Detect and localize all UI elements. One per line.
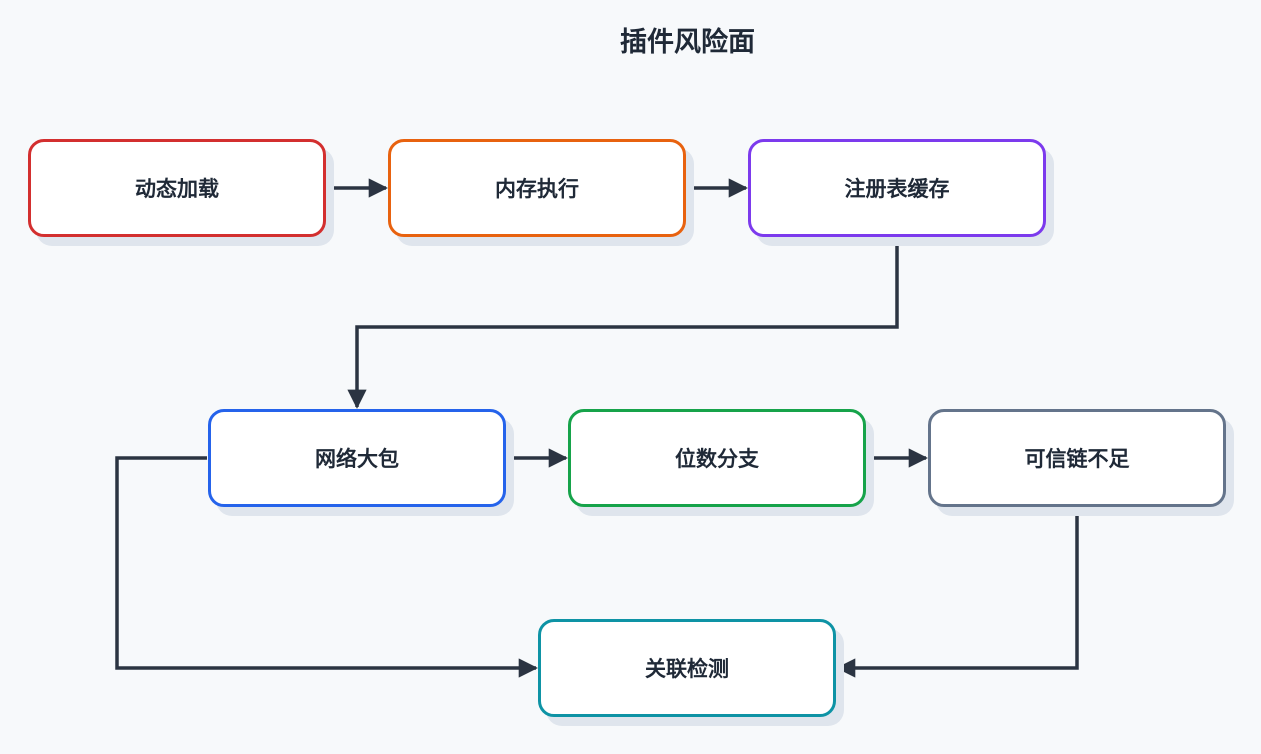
node-label: 可信链不足 xyxy=(1024,447,1130,471)
node-insufficient-trust-chain[interactable]: 可信链不足 xyxy=(928,409,1226,507)
node-bitness-branch[interactable]: 位数分支 xyxy=(568,409,866,507)
node-large-network-packet[interactable]: 网络大包 xyxy=(208,409,506,507)
node-label: 注册表缓存 xyxy=(844,177,950,201)
node-dynamic-loading[interactable]: 动态加载 xyxy=(28,139,326,237)
edge-n6-to-n7 xyxy=(836,508,1079,678)
node-registry-cache[interactable]: 注册表缓存 xyxy=(748,139,1046,237)
node-label: 位数分支 xyxy=(675,447,759,471)
node-label: 关联检测 xyxy=(645,657,729,681)
edge-n4-to-n7 xyxy=(115,456,538,678)
node-label: 网络大包 xyxy=(315,447,399,471)
node-label: 内存执行 xyxy=(495,177,579,201)
node-correlation-detection[interactable]: 关联检测 xyxy=(538,619,836,717)
node-in-memory-execution[interactable]: 内存执行 xyxy=(388,139,686,237)
edge-n3-to-n4 xyxy=(347,238,899,409)
node-label: 动态加载 xyxy=(135,177,219,201)
diagram-title: 插件风险面 xyxy=(620,27,755,58)
